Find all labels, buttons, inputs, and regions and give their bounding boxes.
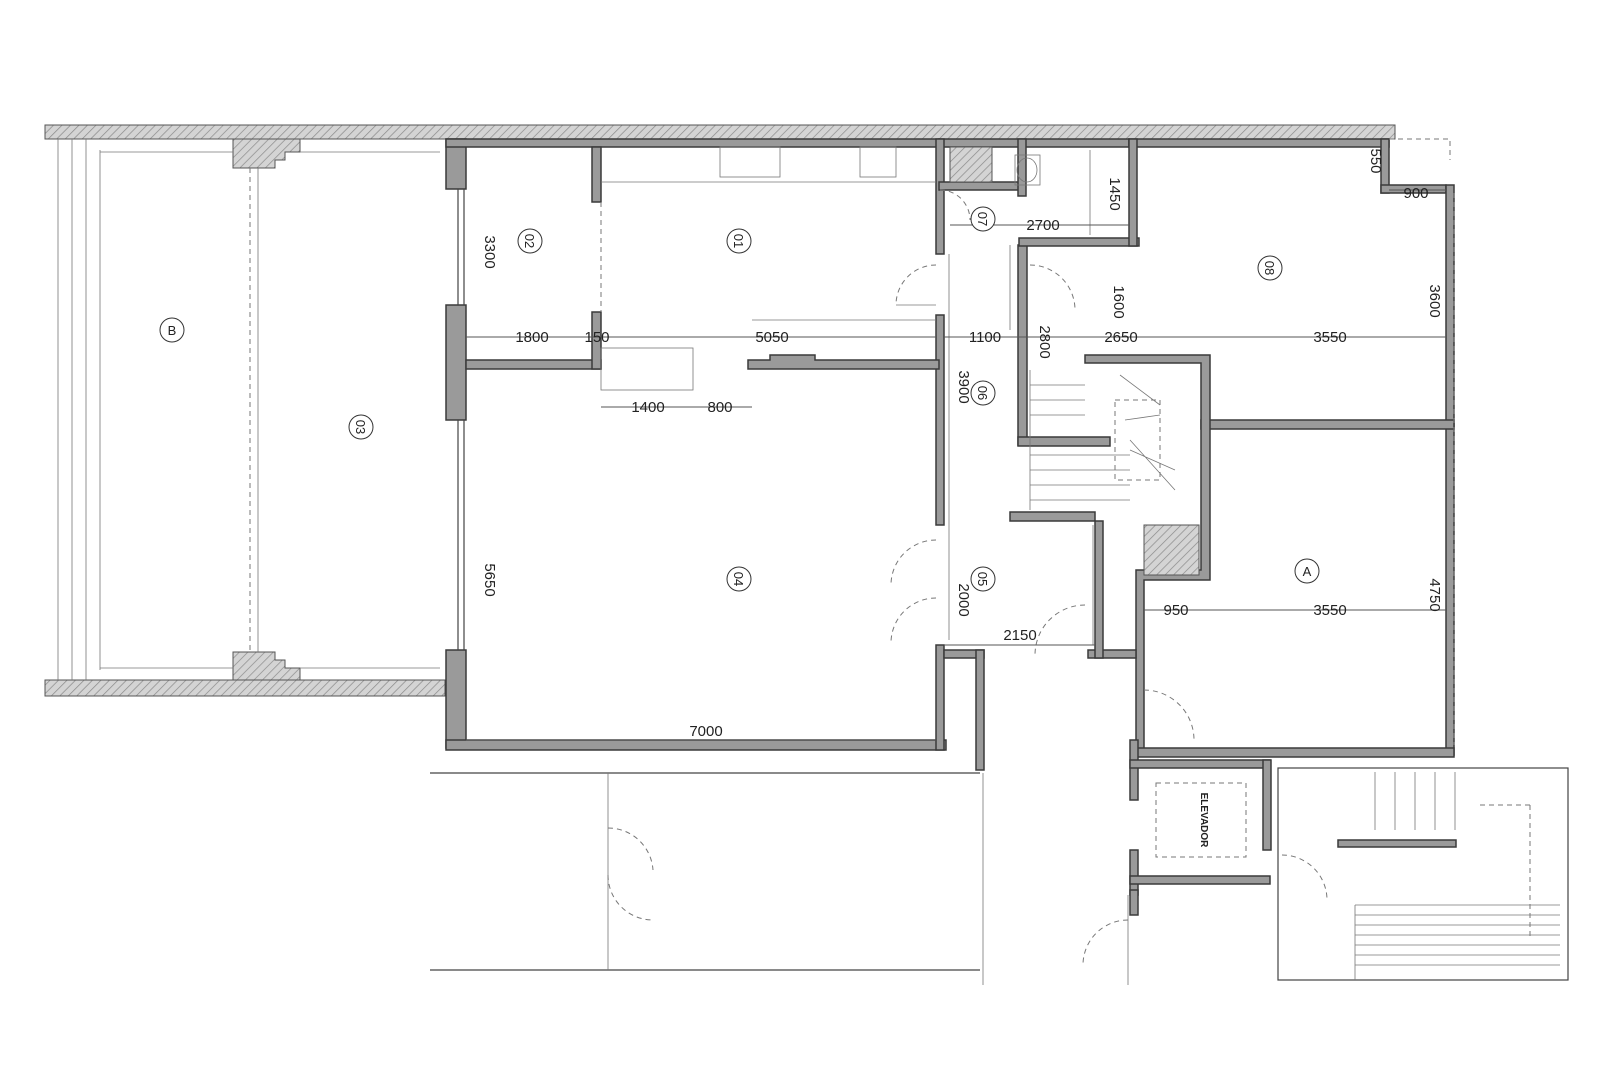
door-swing <box>607 827 654 871</box>
dim-3550-bottom: 3550 <box>1313 602 1346 619</box>
bottom-slab <box>44 679 446 697</box>
svg-text:02: 02 <box>522 234 537 248</box>
door-swing <box>1281 854 1328 901</box>
svg-text:B: B <box>168 323 177 338</box>
door-swing <box>607 874 654 921</box>
dim-2650: 2650 <box>1104 329 1137 346</box>
svg-text:04: 04 <box>731 572 746 586</box>
dim-3600: 3600 <box>1426 284 1443 317</box>
dim-1450: 1450 <box>1106 177 1123 210</box>
detail-lines <box>430 138 1569 985</box>
dim-2000: 2000 <box>955 583 972 616</box>
terrace-area <box>44 124 1396 697</box>
dim-3900: 3900 <box>955 370 972 403</box>
dim-3550-top: 3550 <box>1313 329 1346 346</box>
dim-2800: 2800 <box>1036 325 1053 358</box>
stair-treads <box>1029 370 1176 510</box>
room-label-B: B <box>159 317 185 343</box>
dim-150: 150 <box>584 329 609 346</box>
room-label-01: 01 <box>726 228 752 254</box>
room-label-06: 06 <box>970 380 996 406</box>
dim-900: 900 <box>1403 185 1428 202</box>
svg-text:03: 03 <box>353 420 368 434</box>
dim-1600: 1600 <box>1110 285 1127 318</box>
dim-4750: 4750 <box>1426 578 1443 611</box>
door-swing <box>1034 604 1086 656</box>
door-swing <box>895 264 937 306</box>
room-label-02: 02 <box>517 228 543 254</box>
room-label-07: 07 <box>970 206 996 232</box>
svg-text:05: 05 <box>975 572 990 586</box>
svg-text:06: 06 <box>975 386 990 400</box>
dim-1400: 1400 <box>631 399 664 416</box>
dimension-labels: 3300 1800 150 5050 1100 2800 2650 3550 1… <box>481 148 1443 740</box>
door-swing <box>1029 264 1076 311</box>
svg-text:A: A <box>1303 564 1312 579</box>
dim-7000: 7000 <box>689 723 722 740</box>
walls <box>445 138 1455 916</box>
dim-1100: 1100 <box>969 329 1001 346</box>
door-swing <box>1082 919 1129 966</box>
room-label-03: 03 <box>348 414 374 440</box>
dim-5050: 5050 <box>755 329 788 346</box>
dim-1800: 1800 <box>515 329 548 346</box>
dimension-lines <box>466 189 1446 741</box>
dim-550: 550 <box>1367 148 1384 173</box>
lower-stair-treads <box>1354 772 1560 980</box>
pillar-top <box>232 138 301 169</box>
room-label-04: 04 <box>726 566 752 592</box>
door-swing <box>890 539 937 586</box>
dim-2700: 2700 <box>1026 217 1059 234</box>
svg-text:07: 07 <box>975 212 990 226</box>
door-swing <box>1143 689 1195 741</box>
room-label-05: 05 <box>970 566 996 592</box>
dim-5650: 5650 <box>481 563 498 596</box>
elevator: ELEVADOR <box>1155 782 1247 858</box>
room-label-08: 08 <box>1257 255 1283 281</box>
top-slab <box>44 124 1396 140</box>
svg-text:01: 01 <box>731 234 746 248</box>
dim-800: 800 <box>707 399 732 416</box>
dim-950: 950 <box>1163 602 1188 619</box>
doors <box>607 189 1328 966</box>
pillar-bottom <box>232 651 301 681</box>
svg-text:ELEVADOR: ELEVADOR <box>1198 793 1209 849</box>
dim-2150: 2150 <box>1003 627 1036 644</box>
door-swing <box>890 597 937 644</box>
svg-text:08: 08 <box>1262 261 1277 275</box>
room-label-A: A <box>1294 558 1320 584</box>
dim-3300: 3300 <box>481 235 498 268</box>
